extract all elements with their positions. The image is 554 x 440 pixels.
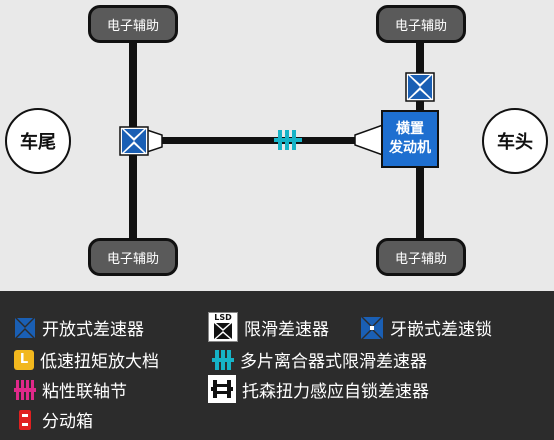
multi-plate-clutch-icon xyxy=(212,349,234,371)
rear-label: 车尾 xyxy=(5,108,71,174)
lsd-icon-text: LSD xyxy=(214,313,232,322)
legend-low-range-label: 低速扭矩放大档 xyxy=(40,352,159,372)
wheel-rear-left: 电子辅助 xyxy=(88,5,178,43)
locking-differential-icon xyxy=(360,316,384,340)
center-multi-plate-clutch-icon xyxy=(274,130,302,150)
legend-open-diff: 开放式差速器 xyxy=(14,315,144,340)
legend-viscous-label: 粘性联轴节 xyxy=(42,382,127,402)
driveshaft xyxy=(137,137,357,144)
transfer-case-icon xyxy=(14,409,36,431)
legend-transfer-case: 分动箱 xyxy=(14,407,93,432)
front-label: 车头 xyxy=(482,108,548,174)
transverse-engine: 横置 发动机 xyxy=(381,110,439,168)
legend-multi-plate: 多片离合器式限滑差速器 xyxy=(212,347,427,372)
front-open-differential-icon xyxy=(405,72,435,102)
engine-label-line2: 发动机 xyxy=(389,140,431,156)
legend-multi-plate-label: 多片离合器式限滑差速器 xyxy=(240,352,427,372)
legend-viscous: 粘性联轴节 xyxy=(14,377,127,402)
low-range-icon: L xyxy=(14,349,34,370)
engine-label-line1: 横置 xyxy=(396,121,424,137)
lsd-icon: LSD xyxy=(208,312,238,342)
torsen-differential-icon xyxy=(208,375,236,403)
legend-locking-diff-label: 牙嵌式差速锁 xyxy=(390,320,492,340)
legend-locking-diff: 牙嵌式差速锁 xyxy=(360,315,492,340)
legend-torsen: 托森扭力感应自锁差速器 xyxy=(208,375,429,403)
transaxle-cone-icon xyxy=(354,123,384,157)
low-range-icon-text: L xyxy=(19,352,29,367)
legend-transfer-case-label: 分动箱 xyxy=(42,412,93,432)
drivetrain-diagram: 电子辅助 电子辅助 电子辅助 电子辅助 车尾 车头 xyxy=(0,0,554,291)
open-differential-icon xyxy=(14,317,36,339)
legend: 开放式差速器 LSD 限滑差速器 xyxy=(0,291,554,440)
legend-torsen-label: 托森扭力感应自锁差速器 xyxy=(242,381,429,402)
legend-lsd: LSD 限滑差速器 xyxy=(208,312,329,342)
rear-open-differential-icon xyxy=(119,126,163,156)
wheel-front-right: 电子辅助 xyxy=(376,238,466,276)
legend-low-range: L 低速扭矩放大档 xyxy=(14,347,159,372)
wheel-front-left: 电子辅助 xyxy=(376,5,466,43)
legend-lsd-label: 限滑差速器 xyxy=(244,319,329,340)
viscous-coupling-icon xyxy=(14,379,36,401)
wheel-rear-right: 电子辅助 xyxy=(88,238,178,276)
legend-open-diff-label: 开放式差速器 xyxy=(42,320,144,340)
